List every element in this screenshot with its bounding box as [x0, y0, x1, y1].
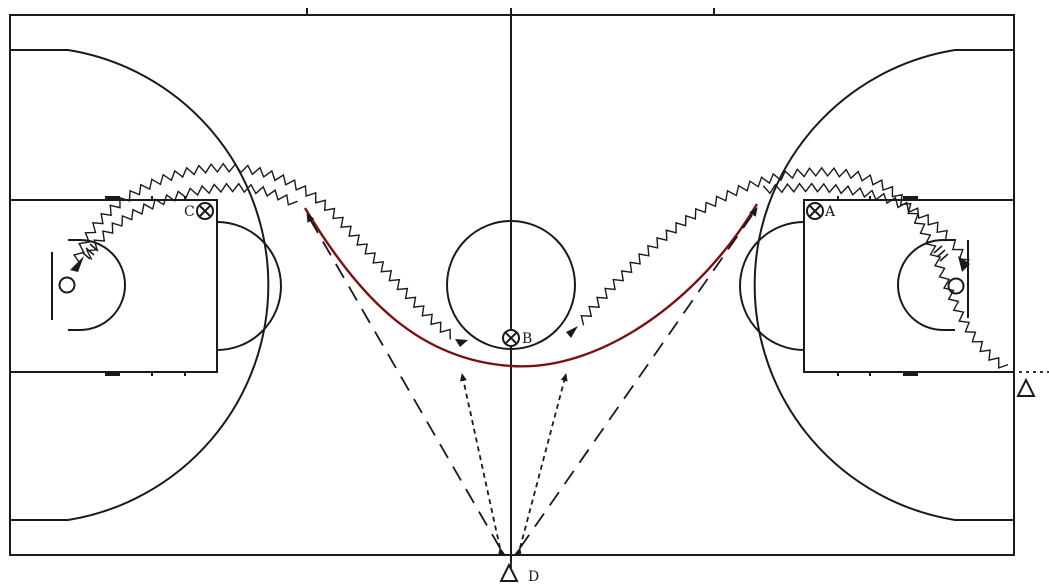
offense-right-sideline	[1016, 377, 1036, 397]
pass-line-d-to-right	[519, 207, 758, 549]
dribble-paths	[72, 162, 1009, 369]
defender-c: C	[184, 202, 214, 220]
free-throw-circle-right	[739, 221, 805, 351]
player-label-d: D	[528, 569, 539, 585]
free-throw-lane-left	[9, 199, 218, 373]
ball-path-curve	[303, 203, 759, 368]
basket-right	[947, 277, 965, 295]
triangle-icon	[1016, 377, 1036, 397]
arrowhead-right-basket	[958, 256, 970, 272]
cut-line-d-left	[460, 373, 505, 556]
pass-line-d-to-left	[306, 213, 501, 549]
zigzag-left-inner	[85, 182, 298, 260]
zigzag-right-outer	[580, 166, 1009, 369]
restricted-arc-right	[897, 239, 955, 331]
circle-x-icon	[806, 202, 824, 220]
free-throw-lane-right	[803, 199, 1015, 373]
offense-d: D	[499, 562, 539, 585]
center-circle	[446, 220, 576, 350]
circle-x-icon	[502, 329, 520, 347]
player-label-a: A	[824, 204, 836, 220]
pass-lines	[306, 207, 1049, 575]
free-throw-circle-left	[216, 221, 282, 351]
arrowhead-left-basket	[70, 256, 84, 272]
defender-a: A	[806, 202, 836, 220]
cut-line-d-right	[514, 373, 568, 556]
restricted-arc-left	[68, 239, 126, 331]
player-label-c: C	[184, 204, 195, 220]
arrowhead-center-right	[566, 326, 578, 338]
zigzag-right-inner	[762, 182, 970, 261]
defender-b: B	[502, 329, 532, 347]
three-point-line-right	[753, 49, 1014, 521]
zigzag-arrowheads	[70, 256, 970, 347]
court-lines	[9, 8, 1015, 562]
triangle-icon	[499, 562, 519, 582]
screen-marks	[81, 243, 949, 262]
three-point-line-left	[10, 49, 270, 521]
player-label-b: B	[522, 331, 532, 347]
players: C A B D	[184, 202, 1036, 585]
basket-left	[58, 276, 76, 294]
zigzag-left-outer	[72, 162, 451, 340]
circle-x-icon	[196, 202, 214, 220]
arrowhead-center-left	[455, 339, 468, 347]
